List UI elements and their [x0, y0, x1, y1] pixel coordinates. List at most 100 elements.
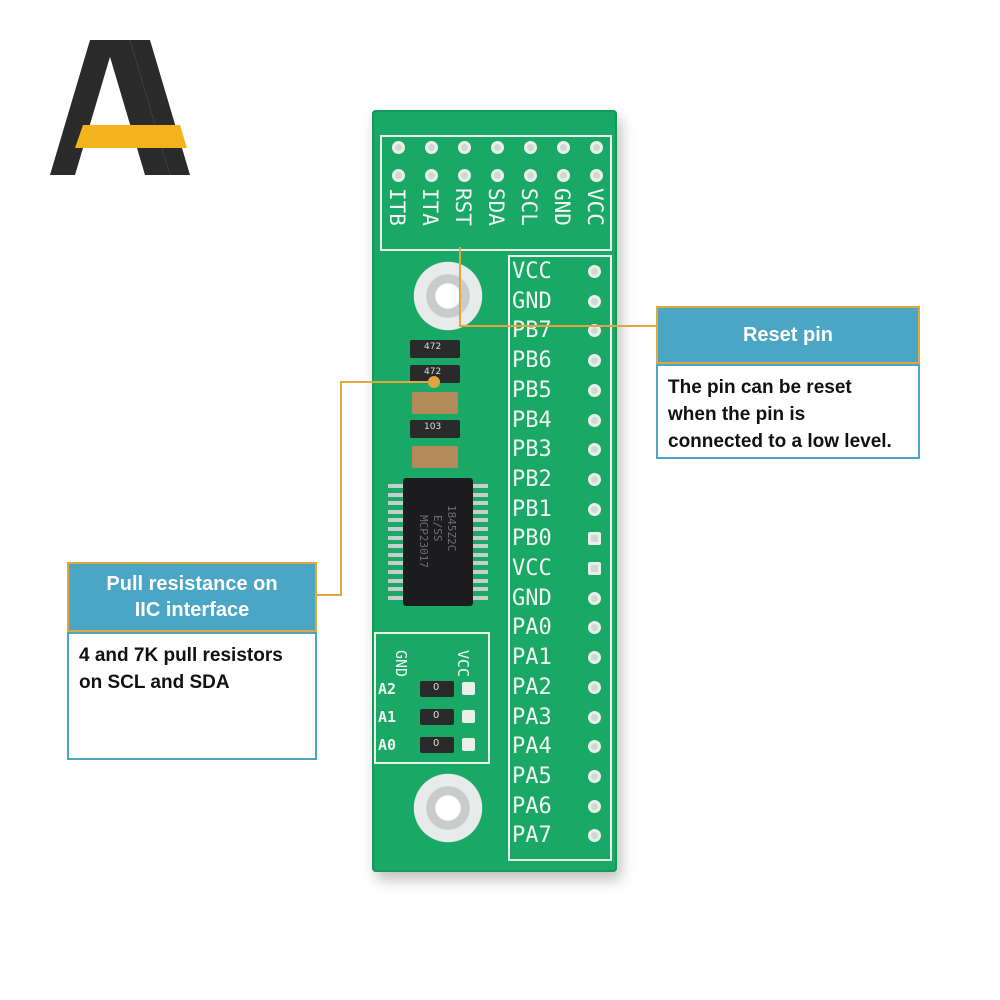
chip-leg [473, 492, 488, 497]
chip-marking-line1: MCP23017 [417, 515, 430, 568]
pin-label: PA7 [512, 823, 552, 849]
pin-label: PA0 [512, 615, 552, 641]
pin-label: PB4 [512, 407, 552, 433]
pin-label: PA1 [512, 645, 552, 671]
chip-leg [473, 587, 488, 592]
header-pad [491, 169, 504, 182]
header-pad [458, 141, 471, 154]
chip-leg [388, 535, 403, 540]
address-jumper: 0 [420, 709, 454, 725]
pin-label: PB7 [512, 318, 552, 344]
header-pad [590, 169, 603, 182]
pull-body-line: on SCL and SDA [79, 672, 230, 693]
resistor-marking: 103 [424, 422, 442, 432]
pin-label: PB1 [512, 496, 552, 522]
jumper-marking: 0 [433, 710, 440, 721]
chip-leg [388, 552, 403, 557]
chip-leg [473, 595, 488, 600]
header-label: GND [550, 188, 574, 226]
pin-pad [588, 265, 601, 278]
address-header-gnd: GND [392, 650, 410, 678]
pin-pad [588, 532, 601, 546]
header-label: SDA [484, 188, 508, 226]
header-pad [491, 141, 504, 154]
chip-leg [388, 509, 403, 514]
pin-pad [588, 562, 601, 575]
address-pad [462, 738, 475, 751]
header-label: VCC [583, 188, 607, 226]
jumper-marking: 0 [433, 738, 440, 749]
pin-pad [588, 740, 601, 754]
chip-leg [388, 527, 403, 531]
pin-pad [588, 354, 601, 368]
pin-label: PA5 [512, 763, 552, 789]
pull-leader-vertical [340, 381, 342, 596]
pin-pad [588, 443, 601, 457]
resistor-r1: 472 [410, 340, 460, 358]
pin-pad [588, 829, 601, 843]
chip-leg [473, 501, 488, 506]
chip-leg [388, 544, 403, 549]
chip-marking-line3: 1845Z2C [445, 505, 458, 552]
header-pad [557, 169, 570, 182]
reset-body-line: The pin can be reset [668, 377, 852, 398]
header-pad [425, 141, 438, 154]
chip-leg [473, 518, 488, 523]
chip-leg [388, 578, 403, 583]
address-pad [462, 682, 475, 695]
pin-label: VCC [512, 556, 552, 581]
header-pad [392, 141, 405, 154]
chip-leg [473, 527, 488, 531]
address-label: A1 [378, 708, 397, 726]
header-pad [557, 141, 570, 154]
address-label: A0 [378, 736, 397, 754]
reset-callout-body: The pin can be reset when the pin is con… [656, 364, 920, 459]
pin-pad [588, 413, 601, 427]
resistor-r2: 472 [410, 365, 460, 383]
pin-pad [588, 472, 601, 486]
top-header-outline [380, 135, 612, 251]
reset-body-line: when the pin is [668, 404, 806, 425]
chip-leg [388, 570, 403, 574]
pin-label: GND [512, 288, 552, 314]
pin-label: PA6 [512, 793, 552, 819]
chip-leg [388, 484, 403, 488]
pin-pad [588, 502, 601, 516]
mounting-hole-top [408, 256, 488, 336]
pin-pad [588, 621, 601, 635]
chip-leg [473, 484, 488, 488]
address-label: A2 [378, 680, 397, 698]
chip-leg [388, 595, 403, 600]
logo-icon [50, 40, 190, 175]
header-label: RST [451, 188, 475, 226]
chip-leg [473, 509, 488, 514]
header-label: ITA [418, 188, 442, 226]
pull-title-line: IIC interface [134, 599, 250, 621]
pin-label: PA2 [512, 674, 552, 700]
chip-leg [473, 578, 488, 583]
header-label: ITB [385, 188, 409, 226]
chip-marking-line2: E/SS [431, 515, 444, 542]
pull-callout-title: Pull resistance on IIC interface [67, 562, 317, 632]
pull-body-line: 4 and 7K pull resistors [79, 645, 283, 666]
chip-leg [473, 552, 488, 557]
chip-leg [473, 570, 488, 574]
resistor-marking: 472 [424, 367, 442, 377]
pin-label: GND [512, 585, 552, 611]
reset-body-line: connected to a low level. [668, 431, 892, 452]
pull-callout-body: 4 and 7K pull resistors on SCL and SDA [67, 632, 317, 760]
pin-pad [588, 294, 601, 308]
header-pad [524, 141, 537, 154]
pin-pad [588, 799, 601, 813]
chip-leg [388, 518, 403, 523]
pin-divider [508, 850, 586, 851]
pin-label: PB5 [512, 377, 552, 403]
reset-callout-title: Reset pin [656, 306, 920, 364]
pin-label: PB2 [512, 466, 552, 492]
pin-pad [588, 680, 601, 694]
resistor-marking: 472 [424, 342, 442, 352]
chip-leg [388, 492, 403, 497]
header-pad [524, 169, 537, 182]
chip-leg [473, 561, 488, 566]
pin-pad [588, 383, 601, 397]
